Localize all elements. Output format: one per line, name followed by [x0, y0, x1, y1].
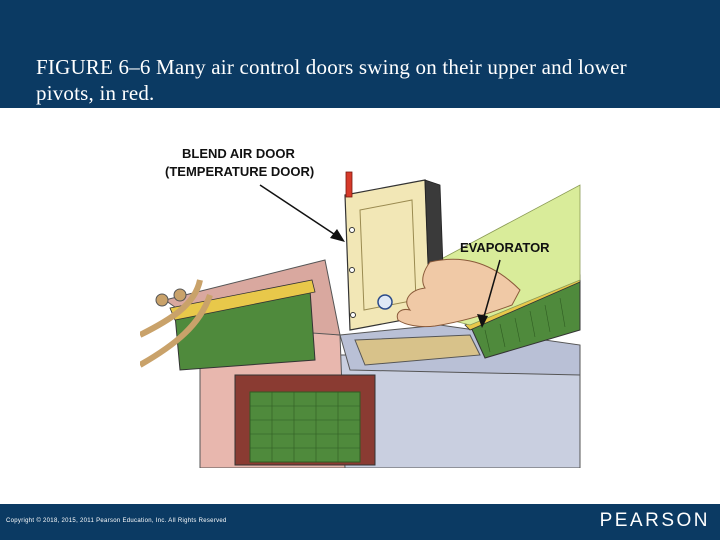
arrow-door-leader: [260, 185, 340, 238]
blend-air-door-illustration: BLEND AIR DOOR (TEMPERATURE DOOR) EVAPOR…: [140, 130, 590, 468]
copyright-notice: Copyright © 2018, 2015, 2011 Pearson Edu…: [6, 518, 227, 524]
pearson-logo: PEARSON: [600, 510, 710, 532]
figure-caption: FIGURE 6–6 Many air control doors swing …: [36, 54, 676, 106]
door-rivet-2: [350, 268, 355, 273]
footer-bar: Copyright © 2018, 2015, 2011 Pearson Edu…: [0, 504, 720, 540]
upper-pivot-red: [346, 172, 352, 197]
door-rivet-3: [351, 313, 356, 318]
hose-fitting-2: [174, 289, 186, 301]
title-bar: FIGURE 6–6 Many air control doors swing …: [0, 0, 720, 108]
hose-fitting-1: [156, 294, 168, 306]
arrow-door-head: [330, 229, 345, 242]
heater-core: [250, 392, 360, 462]
illustration-svg: BLEND AIR DOOR (TEMPERATURE DOOR) EVAPOR…: [140, 130, 590, 468]
lower-pivot: [378, 295, 392, 309]
callout-blend-air-door: BLEND AIR DOOR: [182, 146, 296, 161]
callout-evaporator: EVAPORATOR: [460, 240, 550, 255]
door-rivet-1: [350, 228, 355, 233]
callout-temperature-door: (TEMPERATURE DOOR): [165, 164, 314, 179]
